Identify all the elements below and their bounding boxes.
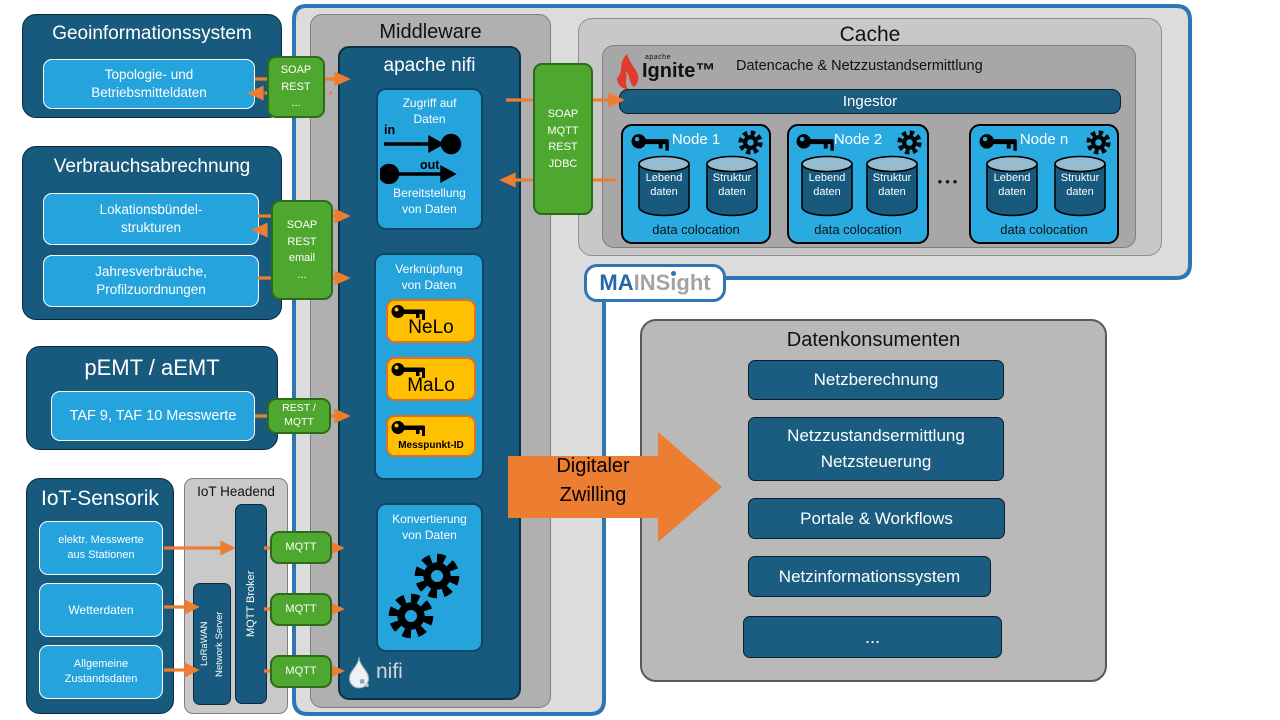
node-footer: data colocation [1000, 222, 1088, 237]
nifi-drop-icon [348, 657, 370, 689]
node-title: Node 1 [671, 131, 721, 148]
node-ellipsis: ••• [937, 174, 961, 189]
cache-inner-box: apache Ignite™ Datencache & Netzzustands… [602, 45, 1136, 248]
protocol-emt: REST / MQTT [267, 398, 331, 434]
consumer-more: ... [743, 616, 1002, 658]
geo-system-box: Geoinformationssystem Topologie- und Bet… [22, 14, 282, 118]
iot-headend-title: IoT Headend [197, 484, 275, 499]
mainsight-i: ı [670, 270, 677, 295]
in-label: in [384, 123, 396, 137]
key-nelo: NeLo [386, 299, 476, 343]
consumer-netzberechnung: Netzberechnung [748, 360, 1004, 400]
data-linking-box: Verknüpfung von Daten NeLo MaLo Me [374, 253, 484, 480]
billing-system-box: Verbrauchsabrechnung Lokationsbündel- st… [22, 146, 282, 320]
nifi-logo: nifi [346, 656, 466, 696]
db-cylinder-lebend: Lebend daten [800, 154, 854, 218]
key-icon [391, 305, 425, 320]
apache-nifi-title: apache nifi [383, 55, 476, 76]
key-malo-label: MaLo [407, 375, 455, 396]
data-provide-label: Bereitstellung von Daten [393, 186, 466, 216]
gear-icon [738, 130, 763, 155]
protocol-billing: SOAP REST email ... [271, 200, 333, 300]
db-cylinder-struktur: Struktur daten [865, 154, 919, 218]
consumer-portale-workflows: Portale & Workflows [748, 498, 1005, 539]
mainsight-part3: ght [676, 270, 711, 295]
ignite-flame-icon [617, 54, 639, 89]
db-cylinder-lebend: Lebend daten [985, 154, 1039, 218]
mainsight-i-dot [671, 271, 677, 276]
key-malo: MaLo [386, 357, 476, 401]
gear-icon [388, 593, 434, 639]
key-nelo-label: NeLo [408, 317, 454, 338]
mqtt-broker-bar: MQTT Broker [235, 504, 267, 704]
iot-item-3: Allgemeine Zustandsdaten [39, 645, 163, 699]
key-icon [631, 134, 669, 151]
consumer-netzinformationssystem: Netzinformationssystem [748, 556, 991, 597]
cache-node-1: Node 1 Lebend daten [621, 124, 771, 244]
protocol-mqtt-1: MQTT [270, 531, 332, 564]
billing-system-title: Verbrauchsabrechnung [53, 156, 251, 177]
data-access-title: Zugriff auf Daten [402, 96, 457, 126]
key-messpunkt: Messpunkt-ID [386, 415, 476, 457]
emt-system-box: pEMT / aEMT TAF 9, TAF 10 Messwerte [26, 346, 278, 450]
iot-sensors-box: IoT-Sensorik elektr. Messwerte aus Stati… [26, 478, 174, 714]
key-messpunkt-label: Messpunkt-ID [398, 440, 464, 451]
iot-item-1: elektr. Messwerte aus Stationen [39, 521, 163, 575]
data-conversion-box: Konvertierung von Daten [376, 503, 483, 652]
cache-node-2: Node 2 Lebend daten [787, 124, 929, 244]
node-title: Node 2 [833, 131, 883, 148]
cache-node-n: Node n Lebend daten [969, 124, 1119, 244]
lorawan-server-bar: LoRaWAN Network Server [193, 583, 231, 705]
ingestor-bar: Ingestor [619, 89, 1121, 114]
key-icon [796, 134, 834, 151]
node-footer: data colocation [652, 222, 740, 237]
digital-twin-arrow [508, 432, 722, 542]
protocol-mqtt-2: MQTT [270, 593, 332, 626]
mainsight-part1: MA [599, 270, 634, 295]
key-icon [391, 421, 425, 436]
in-out-flow-icon [380, 133, 462, 184]
consumers-title: Datenkonsumenten [786, 329, 961, 351]
emt-system-title: pEMT / aEMT [84, 355, 220, 380]
data-linking-title: Verknüpfung von Daten [395, 262, 463, 292]
gear-icon [1086, 130, 1111, 155]
digital-twin-label: Digitaler Zwilling [556, 455, 630, 506]
billing-item-1: Lokationsbündel- strukturen [43, 193, 259, 245]
db-cylinder-lebend: Lebend daten [637, 154, 691, 218]
iot-sensors-title: IoT-Sensorik [41, 487, 159, 510]
out-label: out [420, 158, 440, 172]
mainsight-part2: INS [633, 270, 671, 295]
protocol-middleware-cache: SOAP MQTT REST JDBC [533, 63, 593, 215]
cache-title: Cache [839, 23, 901, 46]
data-access-box: Zugriff auf Daten in out Bereitstellung … [376, 88, 483, 230]
node-footer: data colocation [814, 222, 902, 237]
geo-data-item: Topologie- und Betriebsmitteldaten [43, 59, 255, 109]
middleware-title: Middleware [379, 21, 482, 43]
gear-icon [414, 553, 460, 599]
nifi-logo-text: nifi [376, 660, 403, 683]
db-cylinder-struktur: Struktur daten [1053, 154, 1107, 218]
protocol-mqtt-3: MQTT [270, 655, 332, 688]
data-conversion-title: Konvertierung von Daten [392, 512, 467, 542]
iot-headend-box: IoT Headend LoRaWAN Network Server MQTT … [184, 478, 288, 714]
geo-system-title: Geoinformationssystem [52, 23, 252, 44]
consumer-netzzustandsermittlung: Netzzustandsermittlung Netzsteuerung [748, 417, 1004, 481]
node-title: Node n [1019, 131, 1069, 148]
gear-icon [897, 130, 922, 155]
db-cylinder-struktur: Struktur daten [705, 154, 759, 218]
protocol-geo: SOAP REST ... [267, 56, 325, 118]
ignite-logo-text: Ignite™ [642, 60, 716, 82]
ignite-apache-text: apache [645, 54, 671, 61]
iot-item-2: Wetterdaten [39, 583, 163, 637]
billing-item-2: Jahresverbräuche, Profilzuordnungen [43, 255, 259, 307]
key-icon [979, 134, 1017, 151]
emt-data-item: TAF 9, TAF 10 Messwerte [51, 391, 255, 441]
key-icon [391, 363, 425, 378]
cache-subtitle: Datencache & Netzzustandsermittlung [736, 58, 983, 74]
